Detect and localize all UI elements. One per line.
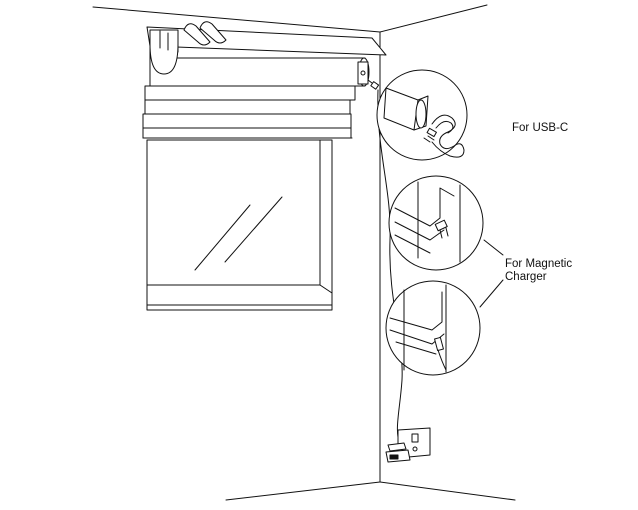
label-magnetic-charger: For Magnetic Charger <box>505 258 572 284</box>
detail-magnetic-top <box>389 176 483 270</box>
charging-cable <box>378 90 402 445</box>
window <box>147 140 332 310</box>
detail-magnetic-bottom <box>386 281 480 375</box>
usb-c-plug <box>368 80 379 89</box>
label-usb-c: For USB-C <box>512 122 569 134</box>
detail-usb-c <box>377 70 467 160</box>
wall-outlet <box>386 428 430 462</box>
label-leaders <box>480 240 503 307</box>
label-magnetic-line2: Charger <box>505 271 547 283</box>
label-magnetic-line1: For Magnetic <box>505 258 573 270</box>
roller-blind <box>143 22 386 138</box>
